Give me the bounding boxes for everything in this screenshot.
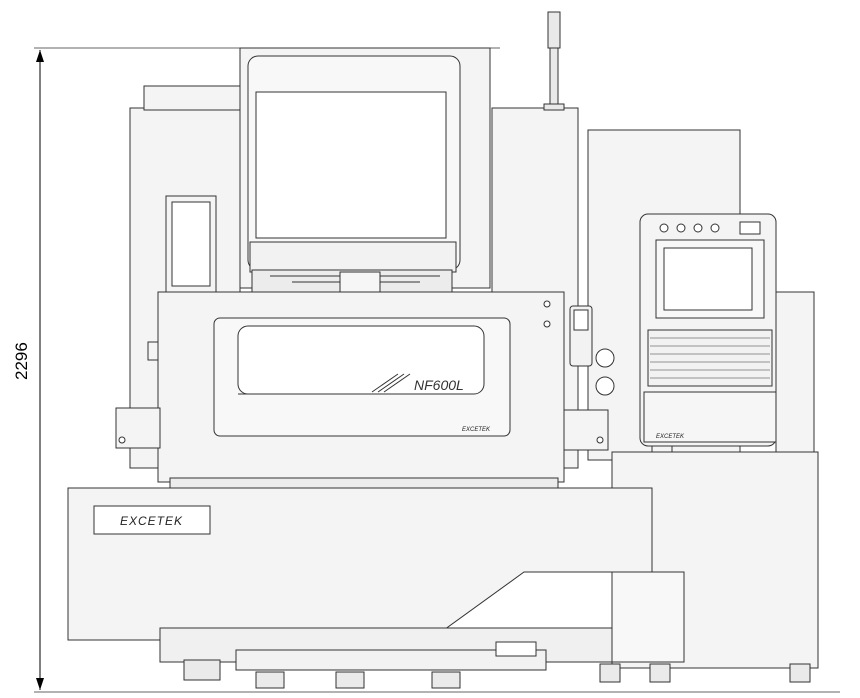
brand-logo-panel: EXCETEK (656, 434, 685, 440)
upper-head (239, 47, 491, 295)
height-dimension-label: 2296 (12, 342, 31, 380)
model-label: NF600L (414, 377, 464, 393)
brand-logo-small: EXCETEK (462, 427, 491, 433)
machine-feet (183, 659, 811, 689)
signal-tower (543, 11, 565, 111)
machine-base (67, 487, 653, 671)
brand-logo-large: EXCETEK (120, 514, 183, 528)
work-tank (157, 291, 565, 489)
side-controls (115, 305, 615, 451)
